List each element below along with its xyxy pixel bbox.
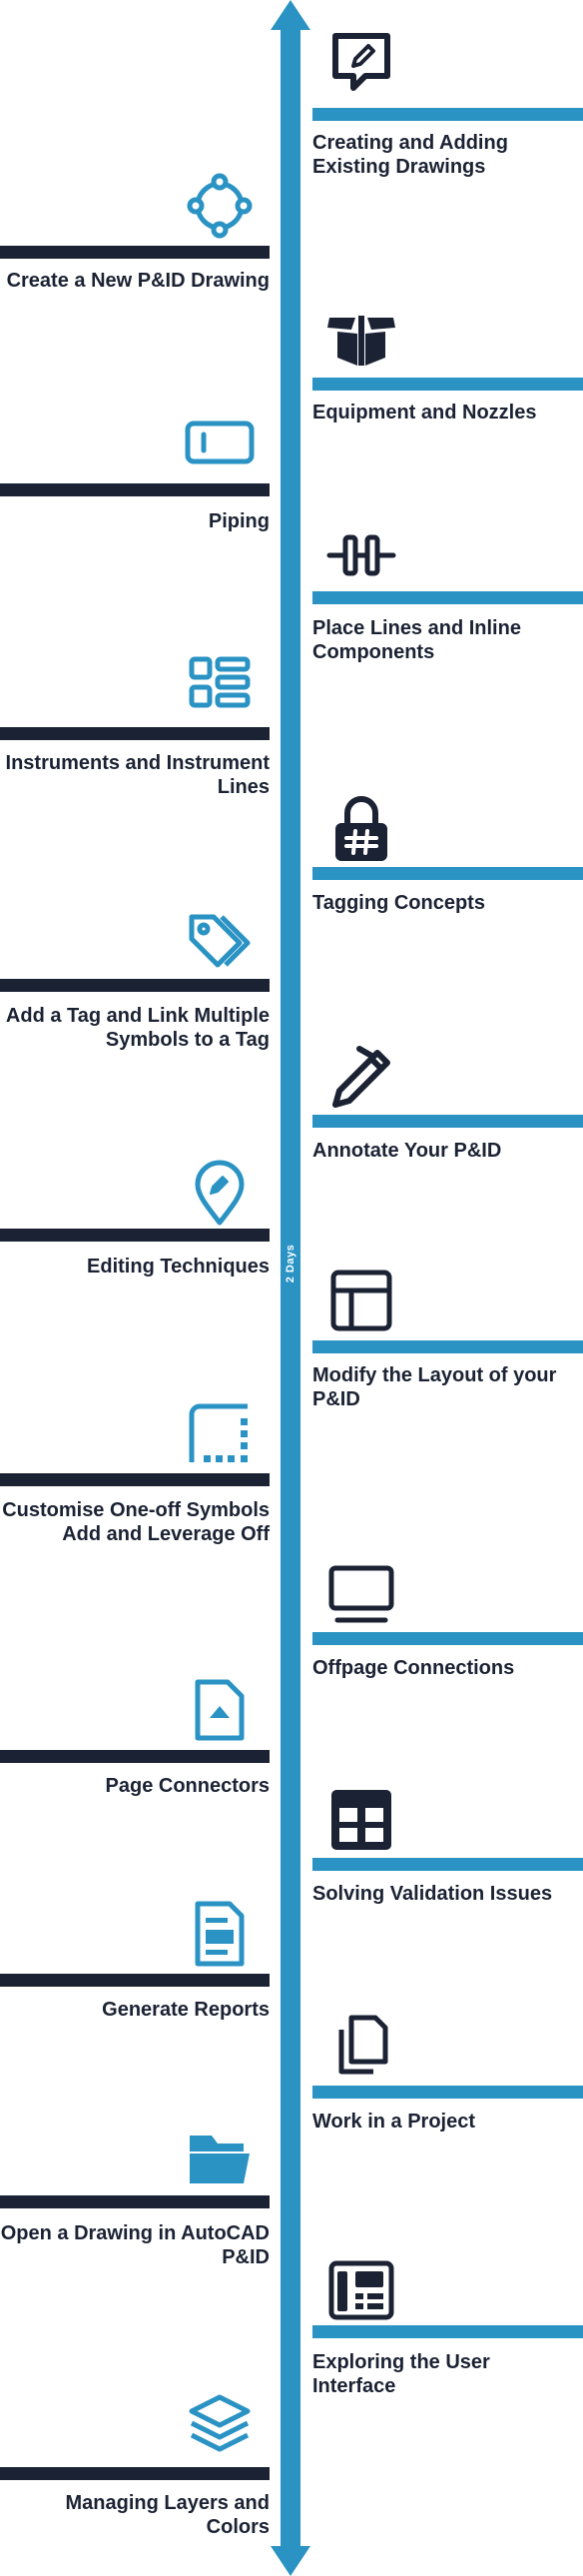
topic-bar [0, 1750, 270, 1763]
topic-bar [312, 378, 583, 391]
topic-bar [312, 867, 583, 880]
topic-bar [0, 727, 270, 740]
topic-label: Generate Reports [102, 1999, 270, 2021]
map-pin-pencil-icon [184, 1157, 256, 1229]
topic-bar [0, 246, 270, 259]
topic-bar [312, 1858, 583, 1871]
interface-phone-icon [325, 2253, 397, 2325]
topic-label: Create a New P&ID Drawing [6, 270, 270, 292]
topic-bar [312, 1115, 583, 1128]
open-box-icon [325, 302, 397, 374]
table-icon [325, 1784, 397, 1856]
hashtag-lock-icon [325, 793, 397, 865]
layout-window-icon [325, 1265, 397, 1336]
topic-label: Add a Tag and Link Multiple Symbols to a… [5, 1005, 270, 1051]
topic-label: Editing Techniques [87, 1256, 270, 1278]
topic-bar [312, 1632, 583, 1645]
file-upload-icon [184, 1674, 256, 1746]
layers-icon [184, 2391, 256, 2463]
topic-label: Place Lines and Inline Components [312, 617, 521, 663]
topic-label: Equipment and Nozzles [312, 402, 537, 424]
topic-label: Annotate Your P&ID [312, 1140, 502, 1162]
topic-bar [0, 1473, 270, 1486]
topic-bar [312, 1340, 583, 1353]
speech-bubble-pencil-icon [325, 28, 397, 100]
topic-bar [0, 2195, 270, 2208]
topic-label: Tagging Concepts [312, 892, 485, 914]
topic-bar [312, 108, 583, 121]
node-circle-icon [184, 170, 256, 242]
topic-label: Open a Drawing in AutoCAD P&ID [0, 2222, 270, 2268]
topic-label: Exploring the User Interface [312, 2351, 490, 2397]
topic-label: Piping [208, 510, 270, 532]
topic-bar [0, 1974, 270, 1987]
pipe-rectangle-icon [184, 410, 256, 481]
topic-bar [312, 591, 583, 604]
folder-icon [184, 2122, 256, 2193]
topic-label: Modify the Layout of your P&ID [312, 1364, 557, 1410]
topic-bar [312, 2086, 583, 2099]
instruments-grid-icon [184, 651, 256, 723]
topic-label: Work in a Project [312, 2111, 476, 2133]
topic-bar [312, 2325, 583, 2338]
timeline-arrow-down [271, 2546, 310, 2576]
topic-label: Page Connectors [105, 1775, 270, 1797]
topic-bar [0, 1229, 270, 1242]
topic-label: Customise One-off Symbols Add and Levera… [2, 1499, 270, 1545]
topic-bar [0, 2467, 270, 2480]
monitor-icon [325, 1558, 397, 1630]
copy-files-icon [325, 2010, 397, 2082]
topic-label: Managing Layers and Colors [65, 2492, 271, 2538]
timeline-axis [281, 24, 300, 2553]
topic-bar [0, 979, 270, 992]
report-document-icon [184, 1898, 256, 1970]
pen-icon [325, 1043, 397, 1115]
topic-bar [0, 483, 270, 496]
dotted-corner-icon [184, 1398, 256, 1470]
topic-label: Solving Validation Issues [312, 1883, 553, 1905]
inline-valve-icon [325, 519, 397, 591]
topic-label: Offpage Connections [312, 1657, 515, 1679]
tags-icon [184, 909, 256, 981]
topic-label: Instruments and Instrument Lines [5, 752, 270, 798]
topic-label: Creating and Adding Existing Drawings [312, 132, 508, 178]
duration-label: 2 Days [285, 1244, 296, 1284]
